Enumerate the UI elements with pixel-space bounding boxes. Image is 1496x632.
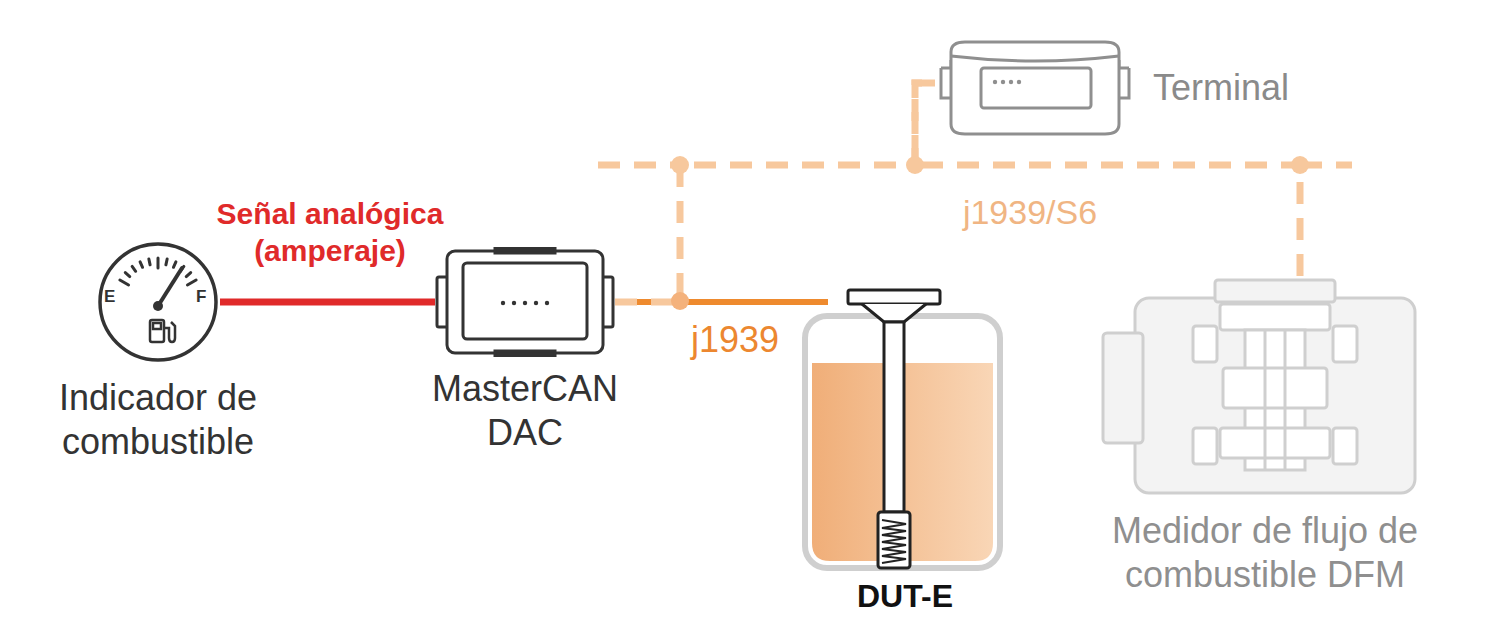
signal-label: Señal analógica (amperaje) xyxy=(170,196,490,269)
flow-meter-engine-shape xyxy=(1095,278,1435,503)
node-label: Medidor de flujo de combustible DFM xyxy=(1050,509,1480,597)
mastercan-box-shape xyxy=(435,247,615,357)
bus-connector xyxy=(615,299,828,305)
fuel-tank-sensor-shape xyxy=(790,288,1020,573)
bus-connector xyxy=(220,299,435,306)
node-label: Indicador de combustible xyxy=(18,376,298,464)
gauge-mark: F xyxy=(196,287,206,307)
signal-label: j1939/S6 xyxy=(930,192,1130,233)
bus-stub xyxy=(598,162,680,169)
fuel-tank-sensor: DUT-E xyxy=(790,288,1020,616)
node-label: DUT-E xyxy=(857,577,953,616)
gauge-mark: E xyxy=(104,287,115,307)
flow-meter-engine: Medidor de flujo de combustible DFM xyxy=(1050,278,1480,597)
terminal-device-shape xyxy=(935,38,1135,138)
junction-dots xyxy=(671,156,1309,310)
terminal-device: Terminal xyxy=(935,38,1355,138)
node-label: Terminal xyxy=(1153,66,1289,110)
node-label: MasterCAN DAC xyxy=(405,367,645,455)
bus-connector xyxy=(615,83,935,302)
fuel-gauge: Indicador de combustible xyxy=(18,240,298,464)
mastercan-box: MasterCAN DAC xyxy=(405,247,645,455)
signal-label: j1939 xyxy=(670,318,800,362)
